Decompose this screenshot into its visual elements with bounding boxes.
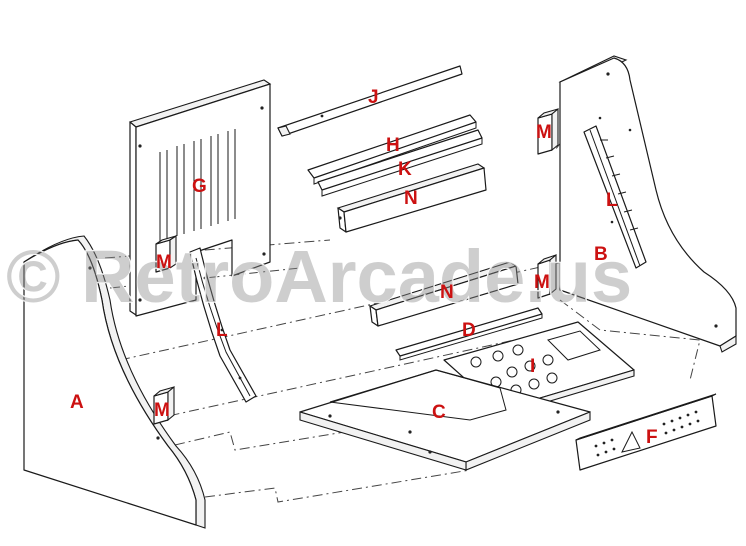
watermark-text: © RetroArcade.us [6, 235, 632, 318]
label-f: F [646, 427, 658, 448]
label-n-lower: N [440, 282, 454, 303]
label-j: J [368, 87, 379, 108]
label-l-left: L [216, 320, 228, 341]
panel-a-left-side [23, 235, 206, 529]
label-c: C [432, 402, 446, 423]
label-m-right-lower: M [534, 272, 550, 293]
strip-h [307, 114, 477, 185]
mount-block-m-right-upper [537, 107, 559, 155]
label-m-left-lower: M [154, 400, 170, 421]
panel-b-right-side [558, 55, 737, 353]
strip-j [277, 65, 463, 137]
part-labels: A B C D F G H I J K L L M M M M N N [70, 87, 658, 448]
label-m-right-upper: M [536, 122, 552, 143]
mount-block-m-left-upper [155, 234, 177, 273]
label-g: G [192, 176, 207, 197]
label-a: A [70, 392, 84, 413]
label-h: H [386, 135, 400, 156]
mount-block-m-left-lower [153, 385, 175, 425]
label-m-left-upper: M [156, 252, 172, 273]
label-b: B [594, 244, 608, 265]
label-k: K [398, 159, 412, 180]
label-n-upper: N [404, 188, 418, 209]
label-l-right: L [606, 190, 618, 211]
panel-n-upper [336, 163, 487, 233]
brace-l-left [189, 247, 257, 403]
panel-f-coin-panel [575, 393, 717, 471]
panel-n-lower [368, 261, 519, 327]
mount-block-m-right-lower [537, 253, 557, 299]
label-i: I [530, 356, 535, 377]
strip-k [317, 129, 483, 197]
brace-l-right [583, 125, 647, 269]
label-d: D [462, 320, 476, 341]
panel-c-base [299, 369, 591, 471]
strip-d [395, 307, 543, 361]
